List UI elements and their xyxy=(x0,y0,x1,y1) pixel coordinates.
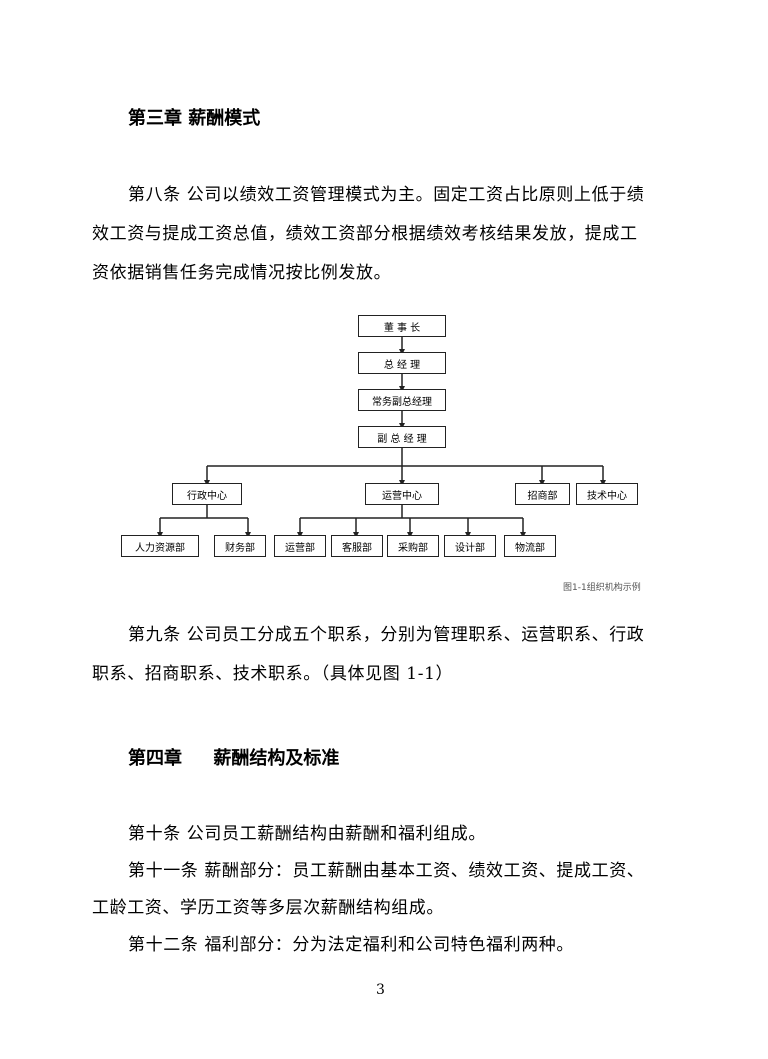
article-11-line-2: 工龄工资、学历工资等多层次薪酬结构组成。 xyxy=(92,898,444,918)
org-node-admin-center: 行政中心 xyxy=(172,483,242,505)
org-chart-caption: 图1-1组织机构示例 xyxy=(563,583,641,593)
article-9-line-2: 职系、招商职系、技术职系。（具体见图 1-1） xyxy=(92,664,454,684)
article-12: 第十二条 福利部分：分为法定福利和公司特色福利两种。 xyxy=(128,935,575,955)
org-node-vice-gm: 副 总 经 理 xyxy=(358,426,446,448)
org-node-hr-dept: 人力资源部 xyxy=(121,535,199,557)
org-node-investment-dept: 招商部 xyxy=(515,483,570,505)
org-node-tech-center: 技术中心 xyxy=(576,483,638,505)
article-9-line-1: 第九条 公司员工分成五个职系，分别为管理职系、运营职系、行政 xyxy=(128,625,645,645)
org-node-executive-vice-gm: 常务副总经理 xyxy=(358,389,446,411)
chapter-4-title: 第四章 薪酬结构及标准 xyxy=(128,748,340,769)
org-node-general-manager: 总 经 理 xyxy=(358,352,446,374)
org-node-design-dept: 设计部 xyxy=(444,535,496,557)
chapter-3-title: 第三章 薪酬模式 xyxy=(128,108,261,129)
org-node-purchasing-dept: 采购部 xyxy=(387,535,439,557)
org-node-finance-dept: 财务部 xyxy=(214,535,266,557)
org-node-logistics-dept: 物流部 xyxy=(504,535,556,557)
org-node-operations-center: 运营中心 xyxy=(365,483,439,505)
org-node-customer-service-dept: 客服部 xyxy=(331,535,383,557)
article-11-line-1: 第十一条 薪酬部分：员工薪酬由基本工资、绩效工资、提成工资、 xyxy=(128,861,645,881)
article-10: 第十条 公司员工薪酬结构由薪酬和福利组成。 xyxy=(128,824,487,844)
article-8-line-2: 效工资与提成工资总值，绩效工资部分根据绩效考核结果发放，提成工 xyxy=(92,224,638,244)
org-node-operations-dept: 运营部 xyxy=(274,535,326,557)
article-8-line-1: 第八条 公司以绩效工资管理模式为主。固定工资占比原则上低于绩 xyxy=(128,185,645,205)
article-8-line-3: 资依据销售任务完成情况按比例发放。 xyxy=(92,263,392,283)
page-number: 3 xyxy=(376,982,385,998)
org-node-chairman: 董 事 长 xyxy=(358,315,446,337)
